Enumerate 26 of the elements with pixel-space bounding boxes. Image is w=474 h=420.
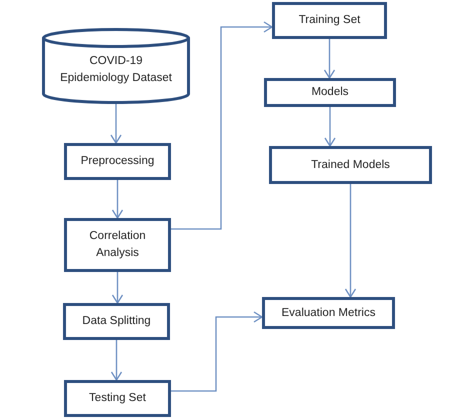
node-label: COVID-19 Epidemiology Dataset	[59, 54, 173, 86]
process-box	[64, 143, 171, 180]
arrow	[324, 107, 336, 147]
process-box	[269, 146, 432, 184]
arrow	[112, 180, 124, 219]
arrow	[110, 340, 122, 381]
process-box	[272, 2, 387, 39]
process-box	[262, 297, 395, 329]
arrow	[110, 104, 122, 144]
node-label: Preprocessing	[80, 154, 154, 170]
node-label: Data Splitting	[82, 314, 151, 330]
process-box	[63, 303, 170, 340]
arrow	[171, 21, 273, 230]
node-label: Testing Set	[89, 391, 146, 406]
arrow	[344, 184, 356, 298]
node-label: Trained Models	[311, 158, 390, 173]
node-label: Correlation Analysis	[88, 229, 147, 261]
node-label: Models	[311, 85, 349, 100]
node-label: Training Set	[298, 13, 360, 28]
arrow	[324, 39, 336, 79]
node-label: Evaluation Metrics	[282, 306, 376, 321]
process-box	[64, 218, 171, 272]
process-box	[264, 78, 396, 107]
process-box	[64, 380, 171, 417]
arrow	[171, 311, 263, 392]
arrow	[112, 272, 124, 304]
